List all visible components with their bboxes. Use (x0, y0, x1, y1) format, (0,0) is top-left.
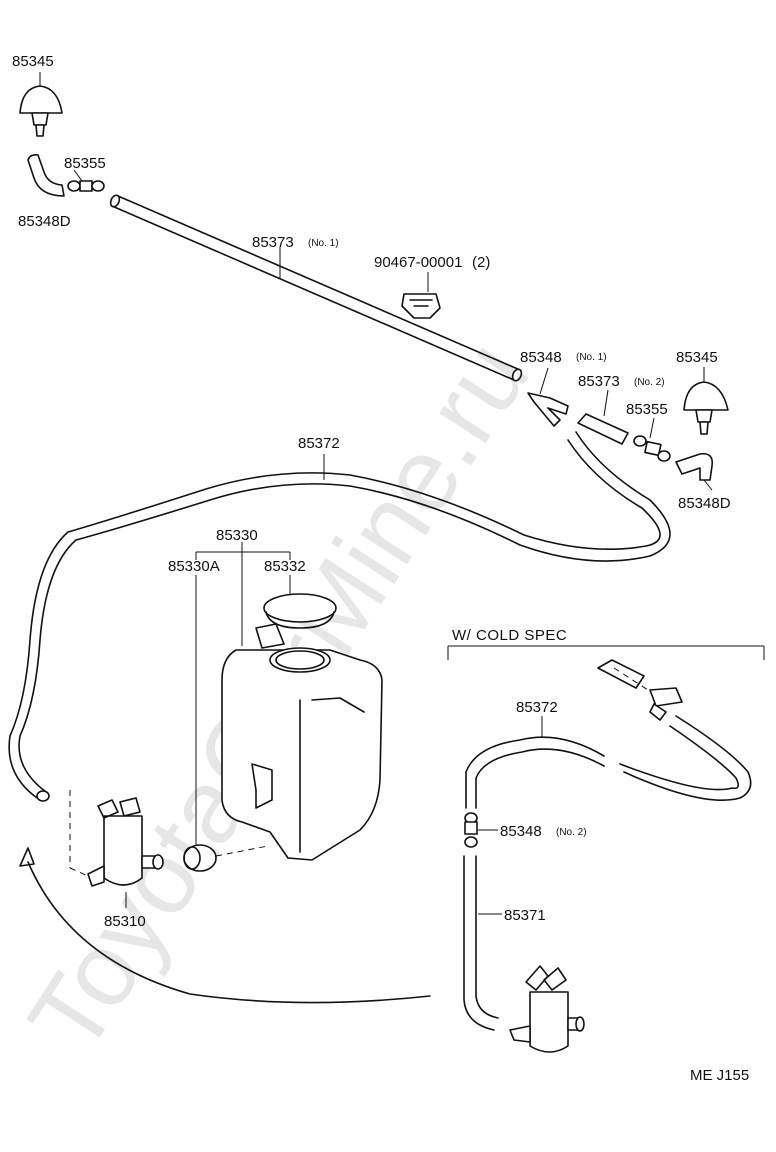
hose-85372 (8, 431, 671, 802)
label-85345-top: 85345 (12, 53, 54, 70)
label-85372-cold: 85372 (516, 699, 558, 716)
joint-85348-no2 (464, 812, 498, 848)
label-85355-right: 85355 (626, 401, 668, 418)
label-85330: 85330 (216, 527, 258, 544)
label-85348d-right: 85348D (678, 495, 731, 512)
label-85373-no2-sub: (No. 2) (634, 377, 665, 388)
flow-arrow (19, 847, 431, 1004)
label-85373-no2: 85373 (578, 373, 620, 390)
grommet-85330a (183, 844, 269, 872)
nozzle-right (683, 367, 729, 435)
tank-cap-85332 (263, 593, 337, 629)
nozzle-top-left (19, 72, 63, 137)
label-85355-top: 85355 (64, 155, 106, 172)
hose-85373-no1 (109, 194, 523, 382)
label-85332: 85332 (264, 558, 306, 575)
label-90467-sub: (2) (472, 254, 490, 271)
hose-85373-no2 (577, 389, 629, 445)
hose-85371 (463, 855, 502, 1031)
joint-85355-right (633, 417, 671, 462)
label-85345-right: 85345 (676, 349, 718, 366)
clip-90467 (401, 272, 441, 319)
label-85310: 85310 (104, 913, 146, 930)
joint-85355-top (67, 169, 105, 192)
label-85348d-top: 85348D (18, 213, 71, 230)
label-85373-no1: 85373 (252, 234, 294, 251)
cold-heater-connector (597, 659, 683, 721)
hose-85372-cold (465, 715, 752, 809)
label-85330a: 85330A (168, 558, 220, 575)
cold-spec-header: W/ COLD SPEC (452, 627, 567, 644)
label-90467: 90467-00001 (374, 254, 462, 271)
tank-label-bracket (195, 542, 291, 848)
cold-spec-bracket (447, 645, 765, 660)
washer-pump-85310 (69, 790, 164, 908)
label-85348-no1-sub: (No. 1) (576, 352, 607, 363)
label-85348-no2: 85348 (500, 823, 542, 840)
label-85373-no1-sub: (No. 1) (308, 238, 339, 249)
elbow-85348d-right (675, 452, 714, 491)
label-85371: 85371 (504, 907, 546, 924)
washer-tank-85330 (221, 623, 383, 861)
elbow-85348d-top (27, 154, 65, 197)
diagram-code: ME J155 (690, 1067, 749, 1084)
label-85348-no1: 85348 (520, 349, 562, 366)
y-joint-85348-no1 (527, 367, 569, 427)
washer-pump-cold (509, 965, 585, 1053)
label-85348-no2-sub: (No. 2) (556, 827, 587, 838)
label-85372: 85372 (298, 435, 340, 452)
